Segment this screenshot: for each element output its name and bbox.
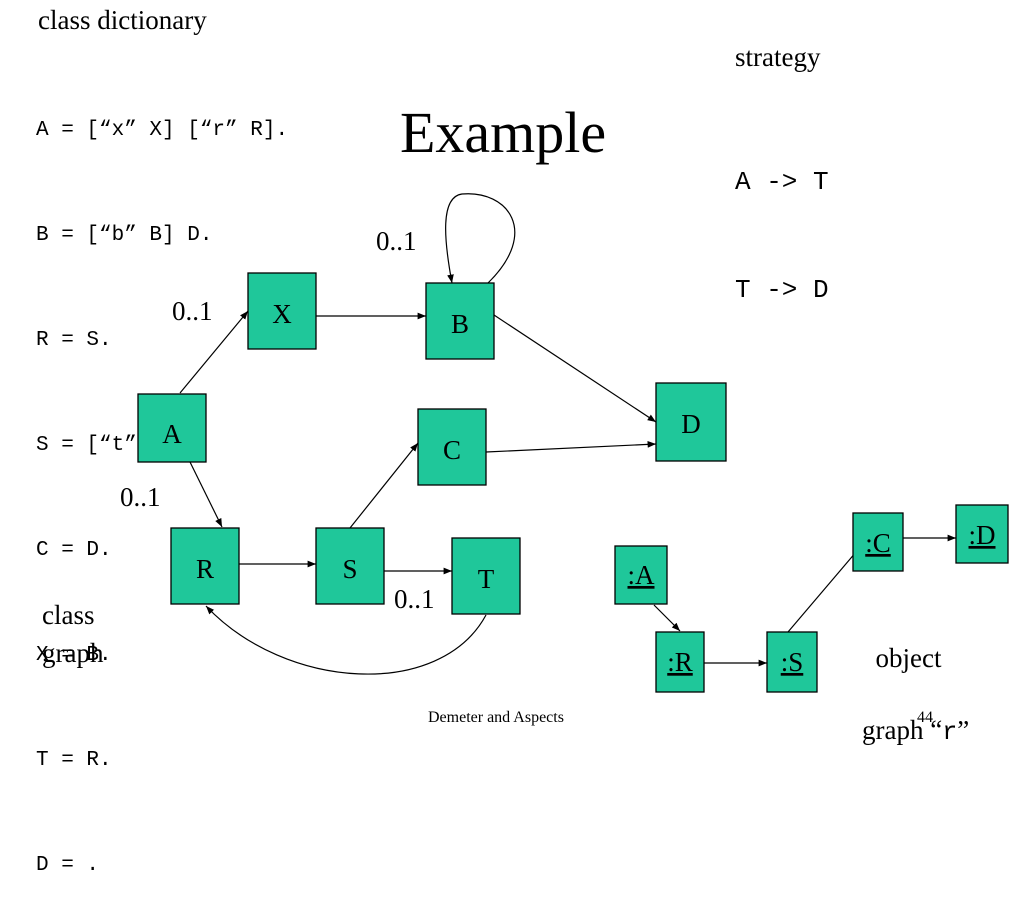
- multiplicity-b-self: 0..1: [376, 226, 417, 256]
- strategy-line: A -> T: [735, 167, 829, 197]
- class-node-x-label: X: [272, 299, 292, 329]
- dictionary-line: X = B.: [36, 644, 112, 667]
- dictionary-line: R = S.: [36, 329, 112, 352]
- strategy-line: T -> D: [735, 275, 829, 305]
- class-node-r: R: [170, 527, 240, 605]
- object-graph-label: object graph “r”: [862, 604, 969, 787]
- object-graph-quote-open: “: [930, 715, 943, 745]
- class-dictionary-heading: class dictionary: [38, 5, 207, 35]
- class-node-c-label: C: [443, 435, 461, 465]
- class-node-a: A: [137, 393, 207, 463]
- object-node-c: :C: [852, 512, 904, 572]
- edge-t-r: [205, 605, 487, 675]
- object-graph-quote-close: ”: [957, 715, 970, 745]
- multiplicity-a-r: 0..1: [120, 482, 161, 512]
- dictionary-line: T = R.: [36, 749, 112, 772]
- object-graph-label-line2: graph “r”: [862, 712, 969, 751]
- edge-b-d: [493, 314, 657, 423]
- graph-canvas: 0..1 0..1 0..1 0..1 A X B D C R S T :A: [120, 193, 1009, 693]
- object-node-c-label: :C: [865, 528, 891, 558]
- strategy-lines: A -> T T -> D: [735, 92, 829, 344]
- multiplicity-a-x: 0..1: [172, 296, 213, 326]
- edge-s-c: [349, 442, 419, 529]
- edge-os-oc: [787, 544, 863, 633]
- object-node-r: :R: [655, 631, 705, 693]
- dictionary-line: B = [“b” B] D.: [36, 224, 213, 247]
- dictionary-line: D = .: [36, 854, 100, 877]
- class-node-r-label: R: [196, 554, 214, 584]
- class-node-a-label: A: [162, 419, 182, 449]
- object-node-a-label: :A: [628, 560, 656, 590]
- class-node-c: C: [417, 408, 487, 486]
- class-node-t-label: T: [478, 564, 495, 594]
- edge-c-d: [485, 441, 657, 453]
- object-node-s: :S: [766, 631, 818, 693]
- edge-a-x: [179, 310, 249, 394]
- class-node-b: B: [425, 282, 495, 360]
- page-number: 44: [917, 709, 933, 726]
- multiplicity-s-t: 0..1: [394, 584, 435, 614]
- class-node-s: S: [315, 527, 385, 605]
- class-node-t: T: [451, 537, 521, 615]
- class-node-x: X: [247, 272, 317, 350]
- object-node-s-label: :S: [781, 647, 804, 677]
- class-node-s-label: S: [342, 554, 357, 584]
- class-dictionary-lines: A = [“x” X] [“r” R]. B = [“b” B] D. R = …: [36, 43, 288, 918]
- strategy-heading: strategy: [735, 42, 821, 72]
- edge-oa-or: [653, 604, 681, 632]
- object-graph-quote-text: r: [942, 718, 958, 747]
- class-graph-label: class graph: [42, 600, 104, 668]
- object-node-d: :D: [955, 504, 1009, 564]
- object-graph-label-line1: object: [875, 643, 942, 673]
- footer-text: Demeter and Aspects: [428, 709, 564, 726]
- class-node-d: D: [655, 382, 727, 462]
- dictionary-line: C = D.: [36, 539, 112, 562]
- class-node-d-label: D: [681, 409, 701, 439]
- object-node-r-label: :R: [667, 647, 693, 677]
- class-node-b-label: B: [451, 309, 469, 339]
- slide-title: Example: [400, 100, 607, 165]
- object-node-d-label: :D: [969, 520, 996, 550]
- object-graph-label-prefix: graph: [862, 715, 931, 745]
- dictionary-line: A = [“x” X] [“r” R].: [36, 119, 289, 142]
- object-node-a: :A: [614, 545, 668, 605]
- edge-b-self: [445, 193, 516, 284]
- edge-a-r: [189, 461, 223, 528]
